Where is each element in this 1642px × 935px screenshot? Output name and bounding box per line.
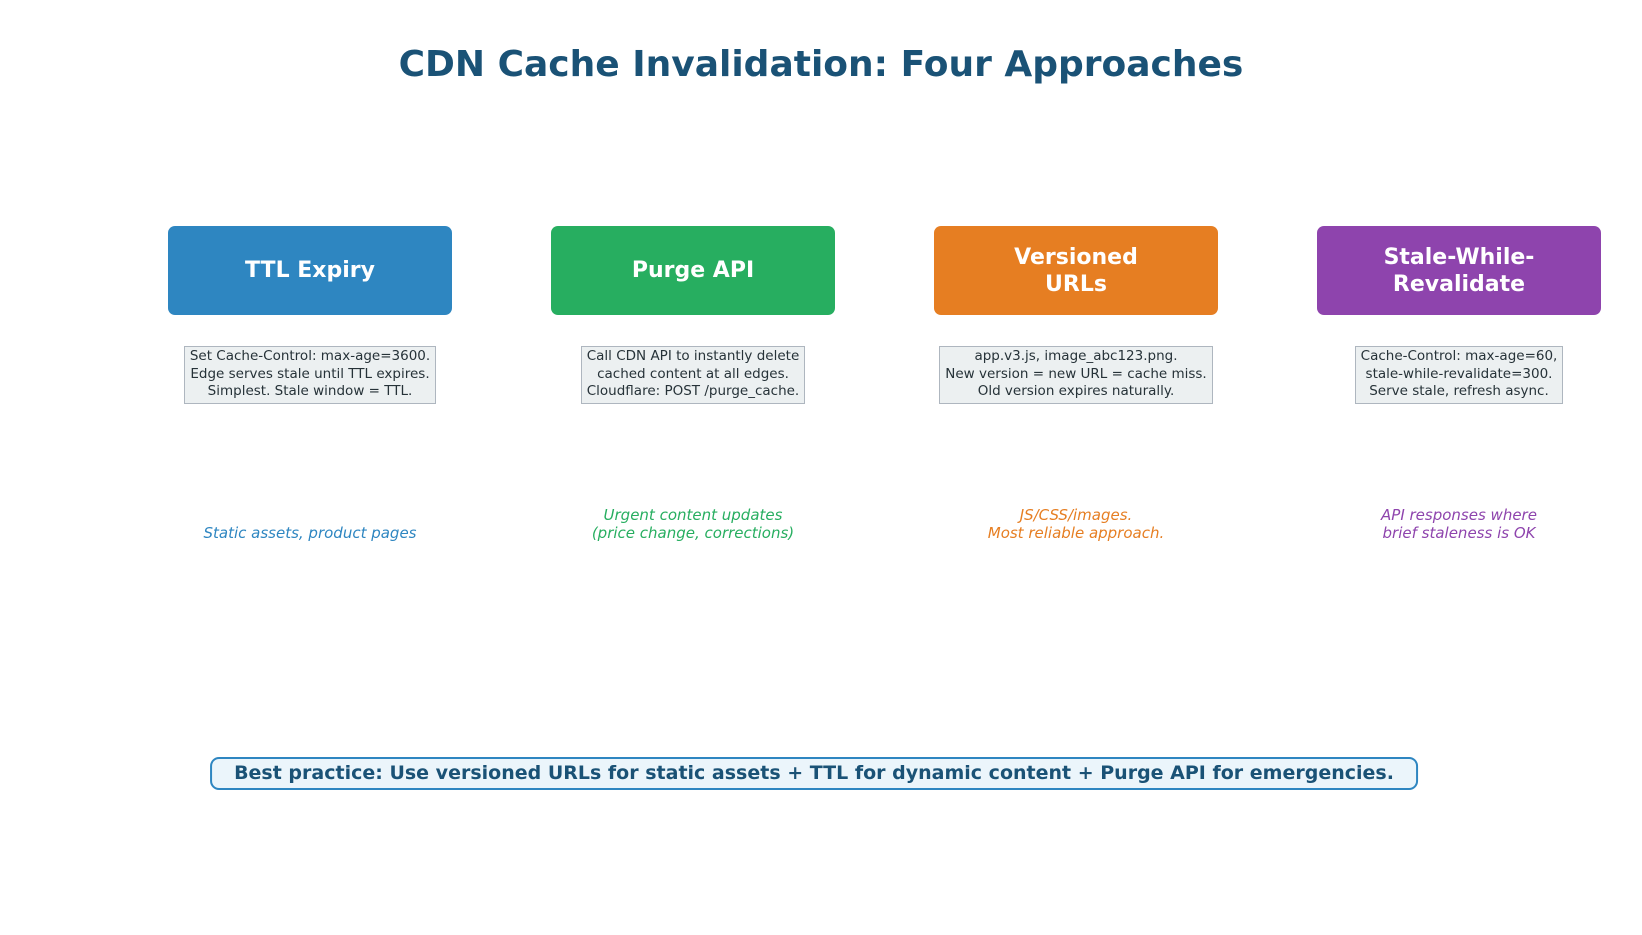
- header-box-versioned-urls: Versioned URLs: [934, 226, 1218, 315]
- use-case-purge-api: Urgent content updates (price change, co…: [591, 506, 795, 542]
- header-box-stale-while-revalidate: Stale-While- Revalidate: [1317, 226, 1601, 315]
- description-box-stale-while-revalidate: Cache-Control: max-age=60, stale-while-r…: [1354, 346, 1564, 404]
- column-stale-while-revalidate: Stale-While- Revalidate Cache-Control: m…: [1267, 226, 1642, 546]
- column-ttl-expiry: TTL Expiry Set Cache-Control: max-age=36…: [118, 226, 502, 546]
- column-versioned-urls: Versioned URLs app.v3.js, image_abc123.p…: [884, 226, 1268, 546]
- column-purge-api: Purge API Call CDN API to instantly dele…: [501, 226, 885, 546]
- best-practice-callout: Best practice: Use versioned URLs for st…: [210, 757, 1418, 790]
- description-box-ttl-expiry: Set Cache-Control: max-age=3600. Edge se…: [183, 346, 437, 404]
- use-case-versioned-urls: JS/CSS/images. Most reliable approach.: [987, 506, 1165, 542]
- description-box-purge-api: Call CDN API to instantly delete cached …: [580, 346, 806, 404]
- use-case-stale-while-revalidate: API responses where brief staleness is O…: [1381, 506, 1537, 542]
- use-case-ttl-expiry: Static assets, product pages: [203, 524, 417, 542]
- page-title: CDN Cache Invalidation: Four Approaches: [398, 44, 1244, 85]
- description-box-versioned-urls: app.v3.js, image_abc123.png. New version…: [939, 346, 1213, 404]
- header-box-purge-api: Purge API: [551, 226, 835, 315]
- header-box-ttl-expiry: TTL Expiry: [168, 226, 452, 315]
